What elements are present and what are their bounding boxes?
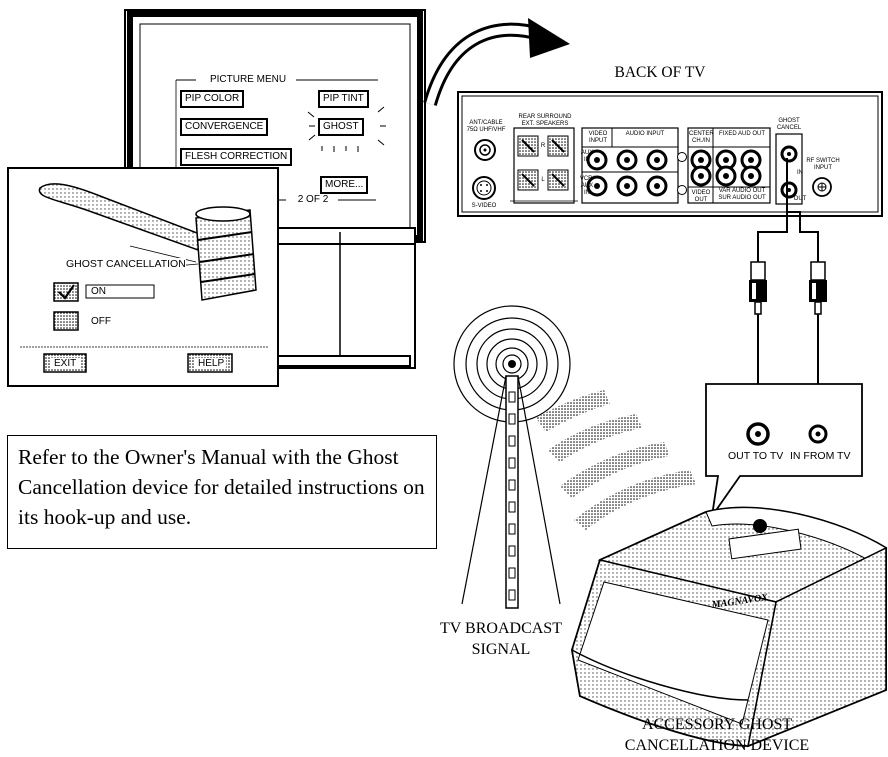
- broadcast-signal-label: TV BROADCAST SIGNAL: [440, 620, 562, 658]
- rca-jack-icon: [780, 181, 798, 199]
- menu-item-ghost[interactable]: GHOST: [318, 118, 364, 136]
- device-label: ACCESSORY GHOST CANCELLATION DEVICE: [624, 716, 810, 754]
- option-on-label[interactable]: ON: [91, 286, 106, 297]
- device-jack-callout: [705, 383, 863, 517]
- aux-in-label: AUX IN: [580, 150, 594, 163]
- rca-jack-icon: [616, 175, 638, 197]
- picture-menu-title: PICTURE MENU: [200, 74, 296, 85]
- video-out-label: VIDEO OUT: [691, 190, 711, 203]
- help-button[interactable]: HELP: [198, 358, 225, 369]
- rca-jack-icon: [646, 149, 668, 171]
- speaker-r-label: R: [540, 143, 546, 149]
- ghost-menu-title: GHOST CANCELLATION: [66, 258, 186, 270]
- in-from-tv-label: IN FROM TV: [790, 450, 851, 462]
- connection-cables: [757, 158, 819, 262]
- menu-item-pip-color[interactable]: PIP COLOR: [180, 90, 245, 108]
- center-ch-in-label: CENTER CH./IN: [689, 131, 714, 144]
- menu-item-pip-tint[interactable]: PIP TINT: [318, 90, 369, 108]
- signal-waves: [536, 390, 696, 530]
- rca-jack-icon: [586, 149, 608, 171]
- rca-jack-icon: [780, 145, 798, 163]
- rca-jack-icon: [690, 165, 712, 187]
- menu-item-convergence[interactable]: CONVERGENCE: [180, 118, 269, 136]
- picture-menu-page: 2 OF 2: [290, 194, 336, 205]
- ghost-menu-window: [7, 167, 279, 387]
- ghost-in-label: IN: [797, 170, 803, 176]
- fixed-aud-out-label: FIXED AUD OUT: [718, 131, 765, 137]
- rca-jack-icon: [740, 165, 762, 187]
- instructions-note: Refer to the Owner's Manual with the Gho…: [7, 435, 437, 549]
- ghost-out-label: OUT: [793, 196, 807, 202]
- option-off-label[interactable]: OFF: [91, 316, 111, 327]
- ghost-cancellation-device: [570, 506, 888, 748]
- video-input-label: VIDEO INPUT: [588, 131, 608, 144]
- menu-item-flesh-correction[interactable]: FLESH CORRECTION: [180, 148, 293, 166]
- exit-button[interactable]: EXIT: [54, 358, 77, 369]
- speaker-l-label: L: [541, 177, 545, 183]
- rf-switch-label: RF SWITCH INPUT: [806, 158, 840, 171]
- rca-jack-icon: [715, 149, 737, 171]
- rca-jack-icon: [616, 149, 638, 171]
- back-panel: [457, 91, 883, 217]
- audio-input-label: AUDIO INPUT: [625, 131, 665, 137]
- ghost-highlight-rays: [307, 106, 386, 152]
- rca-jack-icon: [646, 175, 668, 197]
- rca-jack-icon: [586, 175, 608, 197]
- rca-jacks: [586, 145, 798, 199]
- menu-item-more[interactable]: MORE...: [320, 176, 369, 194]
- out-to-tv-label: OUT TO TV: [728, 450, 784, 462]
- rca-jack-icon: [715, 165, 737, 187]
- svideo-label: S-VIDEO: [471, 203, 497, 209]
- broadcast-tower: [453, 305, 571, 609]
- vcr-aux-in-label: VCR/ AUX IN: [579, 176, 595, 196]
- back-of-tv-label: BACK OF TV: [614, 64, 706, 81]
- ghost-cancel-label: GHOST CANCEL: [776, 118, 802, 131]
